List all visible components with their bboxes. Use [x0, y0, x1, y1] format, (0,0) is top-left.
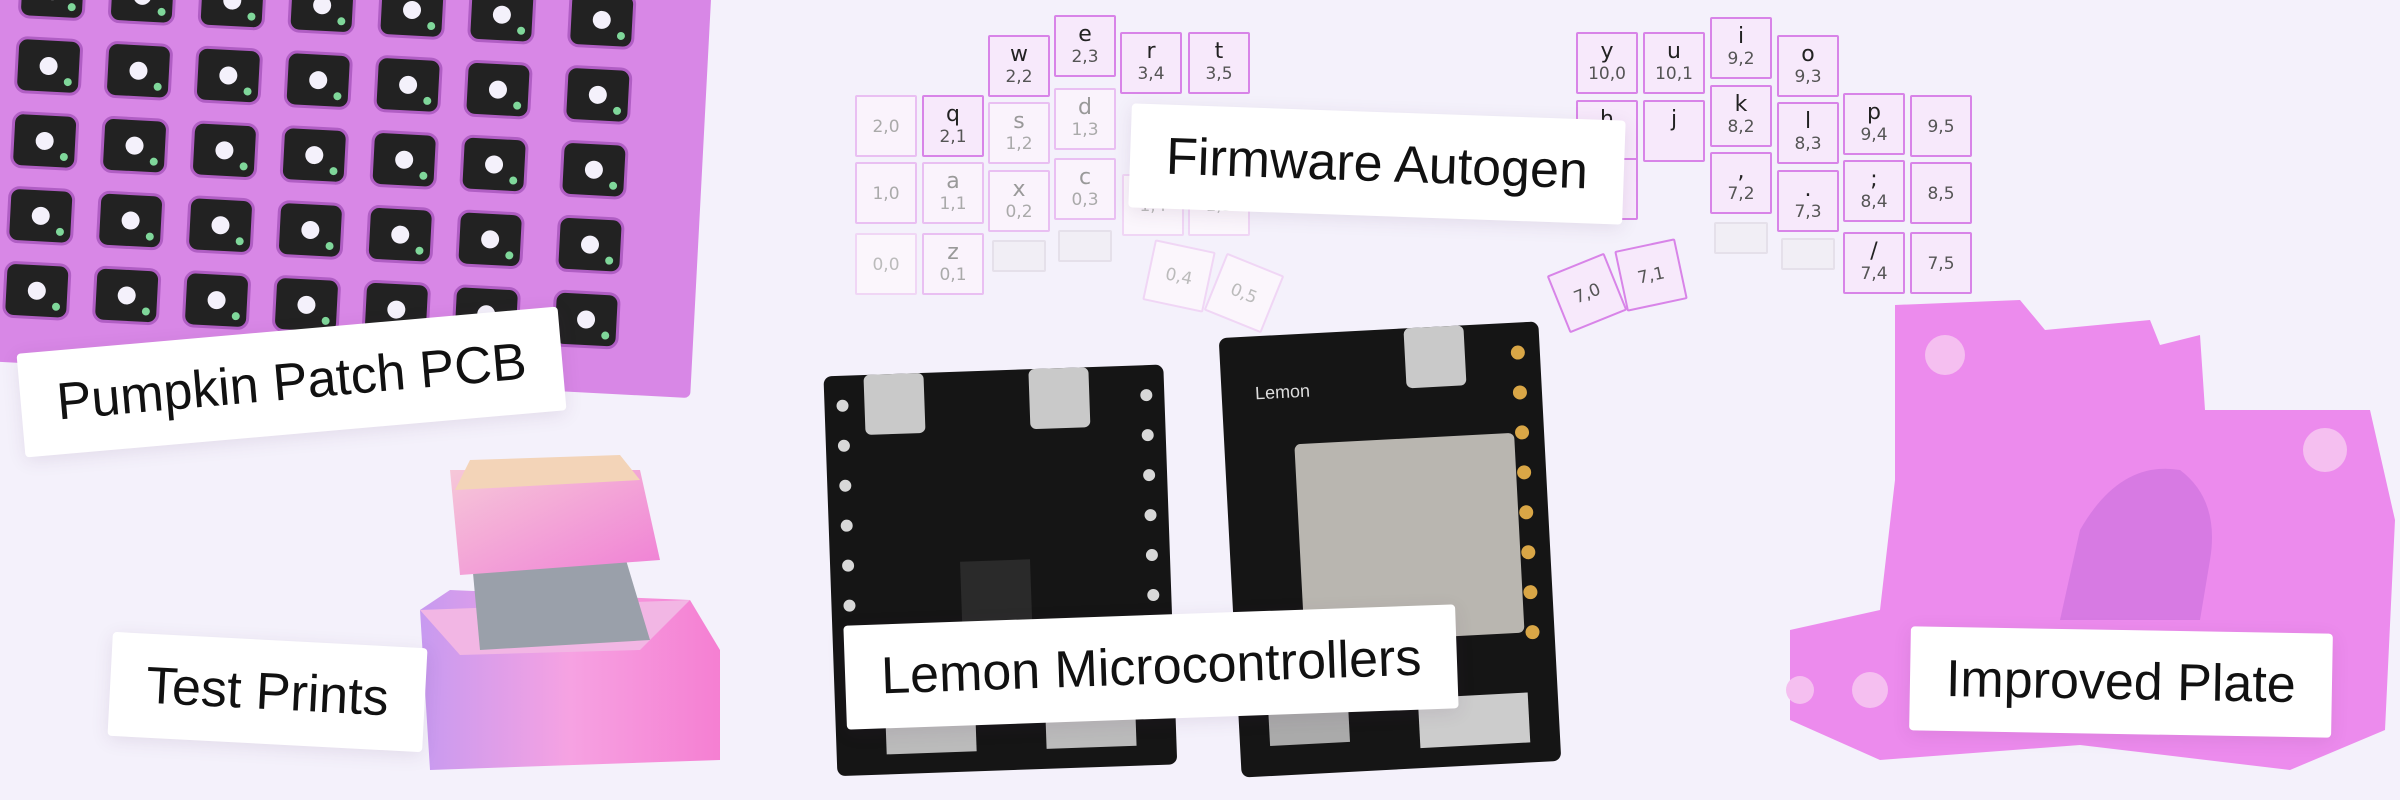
layout-key: 2,0: [855, 95, 917, 157]
layout-key: .7,3: [1777, 170, 1839, 232]
layout-key: j: [1643, 100, 1705, 162]
layout-key: 1,0: [855, 162, 917, 224]
test-prints-label: Test Prints: [107, 631, 428, 753]
microcontrollers-label: Lemon Microcontrollers: [843, 604, 1460, 730]
firmware-label: Firmware Autogen: [1128, 103, 1626, 225]
layout-key-blank: [992, 240, 1046, 272]
pcb-switch-grid: [2, 0, 637, 350]
layout-key: ;8,4: [1843, 160, 1905, 222]
layout-key: 7,0: [1546, 252, 1628, 334]
layout-key: /7,4: [1843, 232, 1905, 294]
plate-label: Improved Plate: [1909, 626, 2333, 738]
layout-key: 0,5: [1203, 252, 1285, 334]
layout-key: 0,0: [855, 233, 917, 295]
layout-key: 7,5: [1910, 232, 1972, 294]
layout-key-blank: [1781, 238, 1835, 270]
layout-key-blank: [1714, 222, 1768, 254]
layout-key: 9,5: [1910, 95, 1972, 157]
layout-key: ,7,2: [1710, 152, 1772, 214]
layout-key-blank: [1058, 230, 1112, 262]
layout-key: 7,1: [1614, 238, 1688, 312]
layout-key: 0,4: [1142, 239, 1216, 313]
layout-key: 8,5: [1910, 162, 1972, 224]
